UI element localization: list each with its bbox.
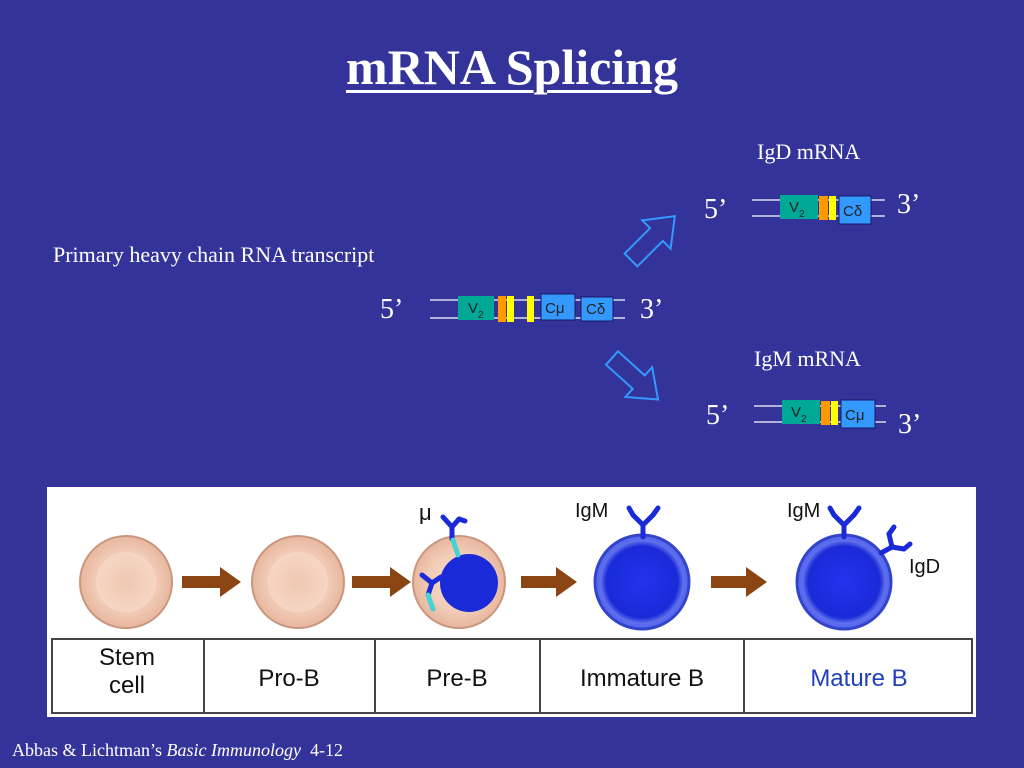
igm-orange-exon — [821, 401, 830, 425]
igm-v-segment — [782, 400, 820, 424]
primary-transcript: V2 Cμ Cδ — [430, 293, 625, 322]
igm-mrna-label: IgM mRNA — [754, 346, 861, 371]
pre-b-cell — [412, 514, 506, 629]
stage-mature-b: Mature B — [810, 665, 907, 692]
igm-v-label: V2 — [791, 404, 807, 425]
c-delta-segment — [580, 296, 614, 322]
igd-mrna-label: IgD mRNA — [757, 139, 861, 164]
primary-transcript-label: Primary heavy chain RNA transcript — [53, 242, 375, 267]
mature-b-cell — [795, 505, 913, 631]
c-delta-label: Cδ — [586, 301, 605, 318]
pro-b-cell — [251, 535, 345, 629]
igm-mrna: V2 Cμ — [754, 399, 886, 429]
arrow-to-igm-icon — [604, 349, 660, 401]
igm-annotation-mature: IgM — [787, 500, 820, 522]
mu-chain-icon — [440, 514, 468, 542]
igd-c-delta-segment — [838, 195, 872, 225]
igm-c-mu-segment — [840, 399, 876, 429]
igd-annotation: IgD — [909, 556, 940, 578]
primary-three-prime: 3’ — [640, 294, 664, 325]
stem-cell — [79, 535, 173, 629]
j-exon-yellow — [507, 296, 514, 322]
igd-yellow-exon — [829, 196, 836, 220]
stage-pre-b: Pre-B — [426, 665, 487, 692]
arrow-right-icon — [711, 567, 767, 597]
igd-mrna: V2 Cδ — [752, 195, 885, 225]
igd-three-prime: 3’ — [897, 189, 921, 220]
stage-stem-cell-line: Stem — [99, 644, 155, 671]
arrow-right-icon — [182, 567, 241, 597]
igd-v-label: V2 — [789, 199, 805, 220]
citation-page: 4-12 — [309, 740, 343, 760]
v-segment-label: V2 — [468, 300, 484, 321]
igm-yellow-exon — [831, 401, 838, 425]
arrow-to-igd-icon — [623, 214, 677, 268]
primary-five-prime: 5’ — [380, 294, 404, 325]
arrow-right-icon — [352, 567, 411, 597]
igm-receptor-icon — [827, 505, 862, 540]
igd-receptor-icon — [878, 524, 913, 556]
igd-c-delta-label: Cδ — [843, 203, 862, 220]
stage-stem-cell-line: cell — [109, 672, 145, 699]
citation-authors: Abbas & Lichtman’s — [12, 740, 167, 760]
splicing-diagram: V2 Cμ Cδ V2 Cδ V2 Cμ — [430, 195, 886, 429]
page-title: mRNA Splicing — [345, 39, 678, 95]
igd-five-prime: 5’ — [704, 194, 728, 225]
igm-five-prime: 5’ — [706, 400, 730, 431]
igm-annotation-immature: IgM — [575, 500, 608, 522]
stage-pro-b: Pro-B — [258, 665, 319, 692]
exon-yellow-2 — [527, 296, 534, 322]
citation-book: Basic Immunology — [166, 740, 301, 760]
mu-annotation: μ — [419, 500, 432, 525]
igd-orange-exon — [819, 196, 828, 220]
igm-receptor-icon — [626, 505, 661, 540]
arrow-right-icon — [521, 567, 577, 597]
igm-three-prime: 3’ — [898, 409, 922, 440]
d-exon-orange — [498, 296, 506, 322]
igm-c-mu-label: Cμ — [845, 407, 864, 424]
immature-b-cell — [593, 505, 691, 631]
citation: Abbas & Lichtman’s Basic Immunology 4-12 — [12, 740, 343, 761]
c-mu-segment — [540, 293, 576, 321]
igd-v-segment — [780, 195, 818, 219]
c-mu-label: Cμ — [545, 300, 564, 317]
stage-immature-b: Immature B — [580, 665, 704, 692]
v-segment — [458, 296, 494, 320]
